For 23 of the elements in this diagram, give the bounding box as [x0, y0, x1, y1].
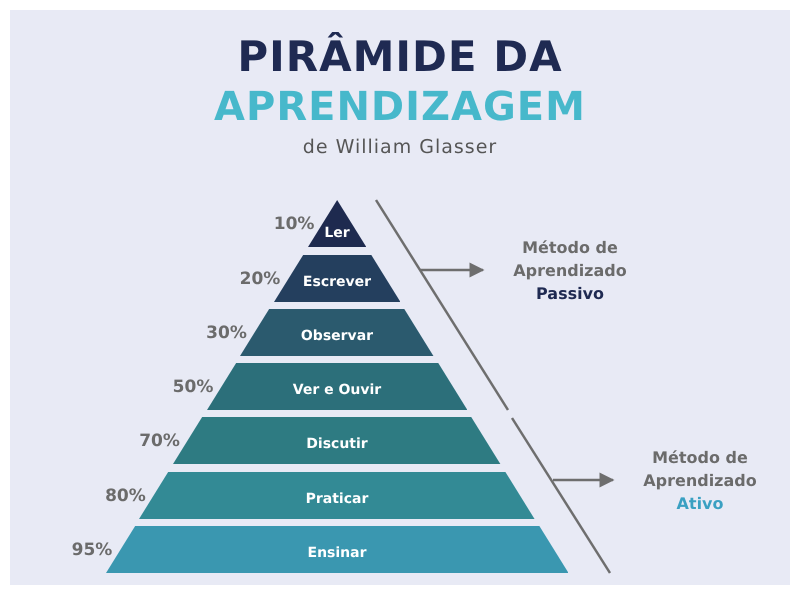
percentage-label: 95%: [72, 540, 112, 560]
level-label: Observar: [300, 328, 374, 344]
percentage-label: 10%: [274, 214, 314, 234]
level-label: Escrever: [302, 274, 372, 290]
level-label: Ler: [324, 225, 350, 241]
percentage-label: 30%: [206, 323, 247, 343]
percentage-label: 70%: [139, 431, 180, 451]
arrow: [553, 472, 614, 488]
level-label: Ensinar: [308, 545, 366, 561]
level-label: Ver e Ouvir: [292, 382, 382, 398]
percentage-label: 20%: [240, 269, 280, 289]
level-label: Discutir: [306, 436, 368, 452]
method-type-label: Ativo: [676, 493, 724, 515]
title: PIRÂMIDE DA: [237, 32, 563, 81]
method-label: Método de Aprendizado: [642, 447, 758, 492]
method-label: Método de Aprendizado: [512, 237, 628, 282]
method-type-label: Passivo: [536, 283, 604, 305]
level-label: Praticar: [306, 491, 368, 507]
percentage-label: 80%: [105, 486, 146, 506]
arrow: [420, 262, 484, 278]
subtitle: de William Glasser: [302, 136, 498, 158]
title: APRENDIZAGEM: [214, 84, 586, 130]
percentage-label: 50%: [172, 377, 214, 397]
